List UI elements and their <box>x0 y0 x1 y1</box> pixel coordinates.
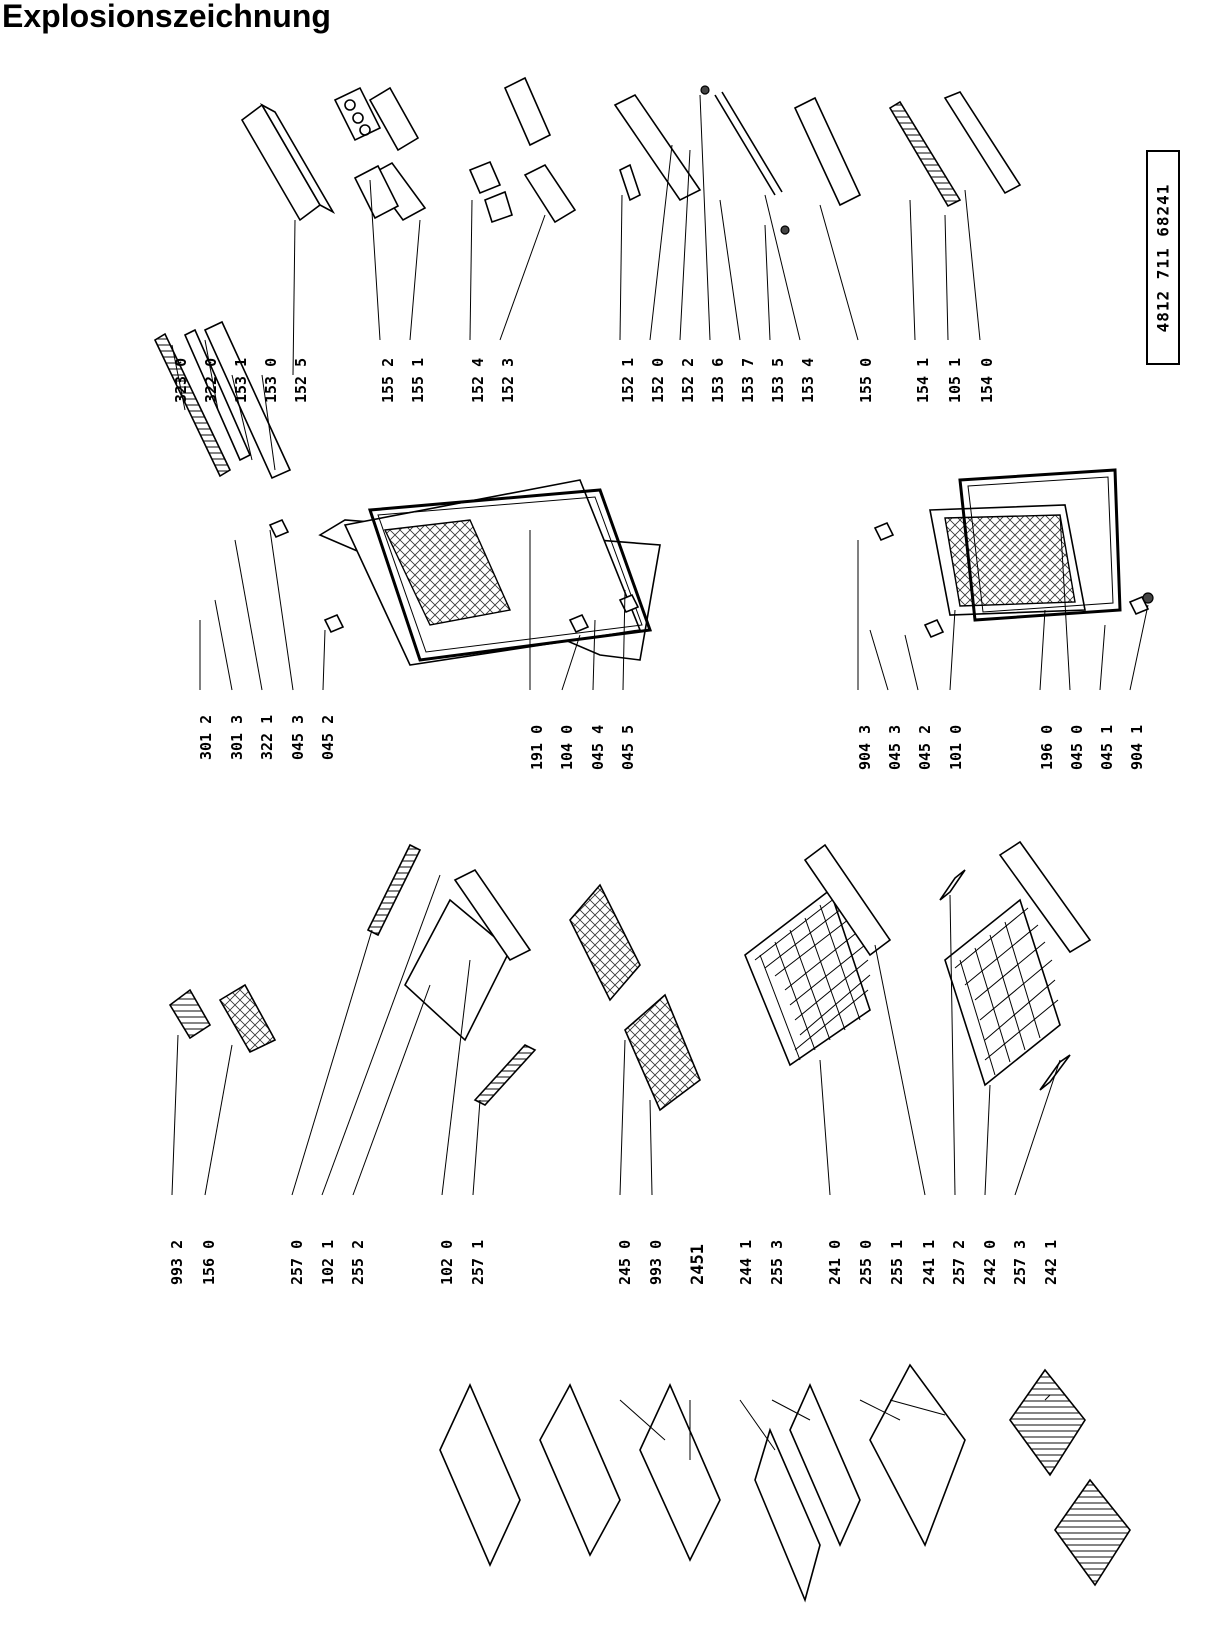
callout-label: 152 3 <box>499 358 517 403</box>
callout-label: 104 0 <box>558 725 576 770</box>
callout-label: 257 1 <box>469 1240 487 1285</box>
bracket-152-4 <box>468 160 513 224</box>
callout-label: 154 1 <box>914 358 932 403</box>
callout-label: 155 2 <box>379 358 397 403</box>
callout-label: 301 3 <box>228 715 246 760</box>
door-shelf-153-0 <box>240 102 336 222</box>
callout-label: 153 7 <box>739 358 757 403</box>
callout-label: 155 1 <box>409 358 427 403</box>
baskets-245-0 <box>569 883 701 1112</box>
callout-label: 257 2 <box>950 1240 968 1285</box>
leader-lines <box>171 94 1149 1460</box>
callout-label: 245 0 <box>616 1240 634 1285</box>
callout-label: 904 1 <box>1128 725 1146 770</box>
callout-label: 152 4 <box>469 358 487 403</box>
callout-label: 153 4 <box>799 358 817 403</box>
callout-label: 255 0 <box>857 1240 875 1285</box>
callout-label: 045 4 <box>589 725 607 770</box>
ice-tray-993-2 <box>168 983 277 1054</box>
callout-label: 904 3 <box>856 725 874 770</box>
wire-basket-241-0 <box>744 843 892 1067</box>
callout-label: 152 1 <box>619 358 637 403</box>
part-number: 4812 711 68241 <box>1153 183 1173 332</box>
door-rail-154-1 <box>888 91 1022 208</box>
callout-label: 155 0 <box>857 358 875 403</box>
callout-label: 153 0 <box>262 358 280 403</box>
door-shelf-152-0 <box>613 85 790 235</box>
callout-label: 045 1 <box>1098 725 1116 770</box>
callouts-right-column: 323 0 322 0 153 1 153 0 152 5 155 2 155 … <box>172 358 996 403</box>
top-cover-301-2 <box>153 320 292 480</box>
bottle-holder-152-3 <box>503 76 577 224</box>
callout-label: 101 0 <box>947 725 965 770</box>
callout-label: 154 0 <box>978 358 996 403</box>
callout-label: 242 1 <box>1042 1240 1060 1285</box>
callout-label: 196 0 <box>1038 725 1056 770</box>
door-101-0 <box>929 468 1154 622</box>
egg-tray-155-2 <box>333 86 382 142</box>
callout-label: 255 3 <box>768 1240 786 1285</box>
callout-label: 153 5 <box>769 358 787 403</box>
callout-label: 2451 <box>688 1244 708 1285</box>
part-number-box: 4812 711 68241 <box>1146 150 1180 365</box>
callout-label: 045 3 <box>289 715 307 760</box>
callout-label: 301 2 <box>197 715 215 760</box>
page-title: Explosionszeichnung <box>2 0 331 34</box>
callout-label: 323 0 <box>172 358 190 403</box>
hinges-045 <box>268 518 1150 639</box>
callout-label: 255 1 <box>888 1240 906 1285</box>
callout-label: 244 1 <box>737 1240 755 1285</box>
callout-label: 241 0 <box>826 1240 844 1285</box>
callout-label: 102 0 <box>438 1240 456 1285</box>
callout-label: 242 0 <box>981 1240 999 1285</box>
callout-label: 255 2 <box>349 1240 367 1285</box>
callout-label: 102 1 <box>319 1240 337 1285</box>
divider-257-0 <box>366 843 537 1106</box>
shelf-155-0 <box>793 96 862 207</box>
callout-label: 257 0 <box>288 1240 306 1285</box>
callout-label: 045 0 <box>1068 725 1086 770</box>
callouts-left-column: 993 2 156 0 257 0 102 1 255 2 102 0 257 … <box>168 1240 1060 1285</box>
callout-label: 045 2 <box>916 725 934 770</box>
callout-label: 045 2 <box>319 715 337 760</box>
callouts-middle-column: 301 2 301 3 322 1 045 3 045 2 191 0 104 … <box>197 715 1146 770</box>
callout-label: 993 0 <box>647 1240 665 1285</box>
callout-label: 993 2 <box>168 1240 186 1285</box>
callout-label: 241 1 <box>920 1240 938 1285</box>
callout-label: 105 1 <box>946 358 964 403</box>
callout-label: 153 6 <box>709 358 727 403</box>
callout-label: 045 5 <box>619 725 637 770</box>
butter-box-155-1 <box>353 86 427 222</box>
callout-label: 152 0 <box>649 358 667 403</box>
callout-label: 153 1 <box>232 358 250 403</box>
callout-label: 322 1 <box>258 715 276 760</box>
callout-label: 322 0 <box>202 358 220 403</box>
callout-label: 156 0 <box>200 1240 218 1285</box>
glass-shelves-244 <box>439 1363 1131 1603</box>
cabinet-104-0 <box>318 479 661 666</box>
callout-label: 191 0 <box>528 725 546 770</box>
callout-label: 257 3 <box>1011 1240 1029 1285</box>
callout-label: 152 5 <box>292 358 310 403</box>
wire-basket-242-0 <box>939 840 1092 1091</box>
callout-label: 152 2 <box>679 358 697 403</box>
callout-label: 045 3 <box>886 725 904 770</box>
